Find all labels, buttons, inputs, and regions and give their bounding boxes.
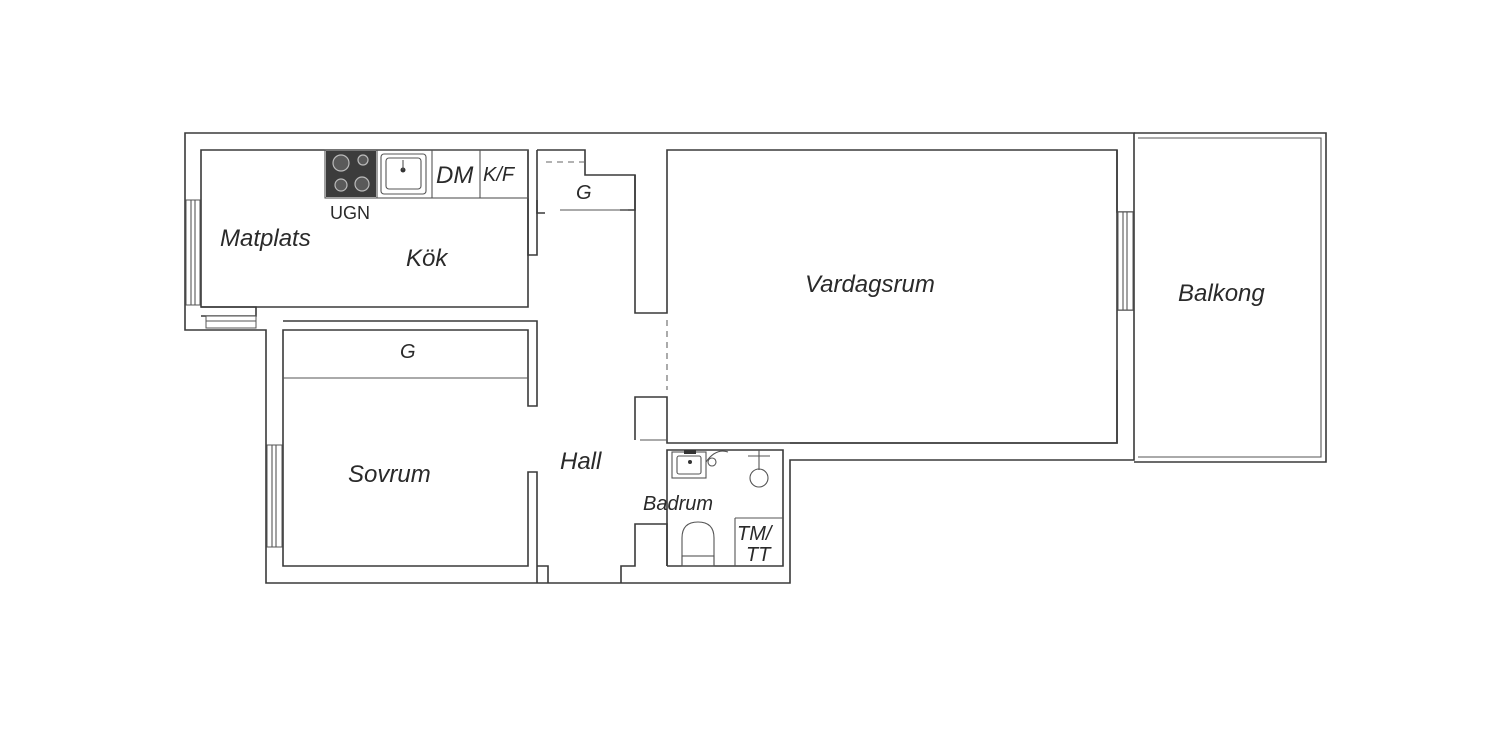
sink-icon <box>380 153 427 195</box>
window-kitchen-bottom <box>205 315 257 329</box>
stove-icon <box>326 151 376 197</box>
kitchen-counter <box>324 149 529 199</box>
room-label-kok: Kök <box>406 245 449 272</box>
label-tm: TM/ <box>737 523 774 545</box>
room-label-balkong: Balkong <box>1178 280 1265 307</box>
window-matplats <box>185 199 201 306</box>
shower-icon <box>705 450 770 488</box>
room-label-sovrum: Sovrum <box>348 461 431 488</box>
label-closet-bedroom: G <box>400 341 416 363</box>
label-tt: TT <box>746 544 772 566</box>
label-closet-hall: G <box>576 182 592 204</box>
room-label-hall: Hall <box>560 448 602 475</box>
balcony <box>1134 132 1327 463</box>
window-living-room <box>1117 211 1134 311</box>
window-bedroom <box>266 444 283 548</box>
bedroom-walls <box>282 320 538 583</box>
room-label-badrum: Badrum <box>643 493 713 515</box>
label-kf: K/F <box>483 164 516 186</box>
room-label-vardagsrum: Vardagsrum <box>805 271 935 298</box>
windows <box>185 199 1134 548</box>
room-label-matplats: Matplats <box>220 225 311 252</box>
bathroom-walls <box>537 439 784 583</box>
outer-walls <box>184 132 1135 584</box>
label-ugn: UGN <box>330 203 370 223</box>
hall-closet <box>536 149 1118 444</box>
bathroom-sink-icon <box>671 450 707 479</box>
label-dm: DM <box>436 162 473 189</box>
toilet-icon <box>681 521 715 567</box>
